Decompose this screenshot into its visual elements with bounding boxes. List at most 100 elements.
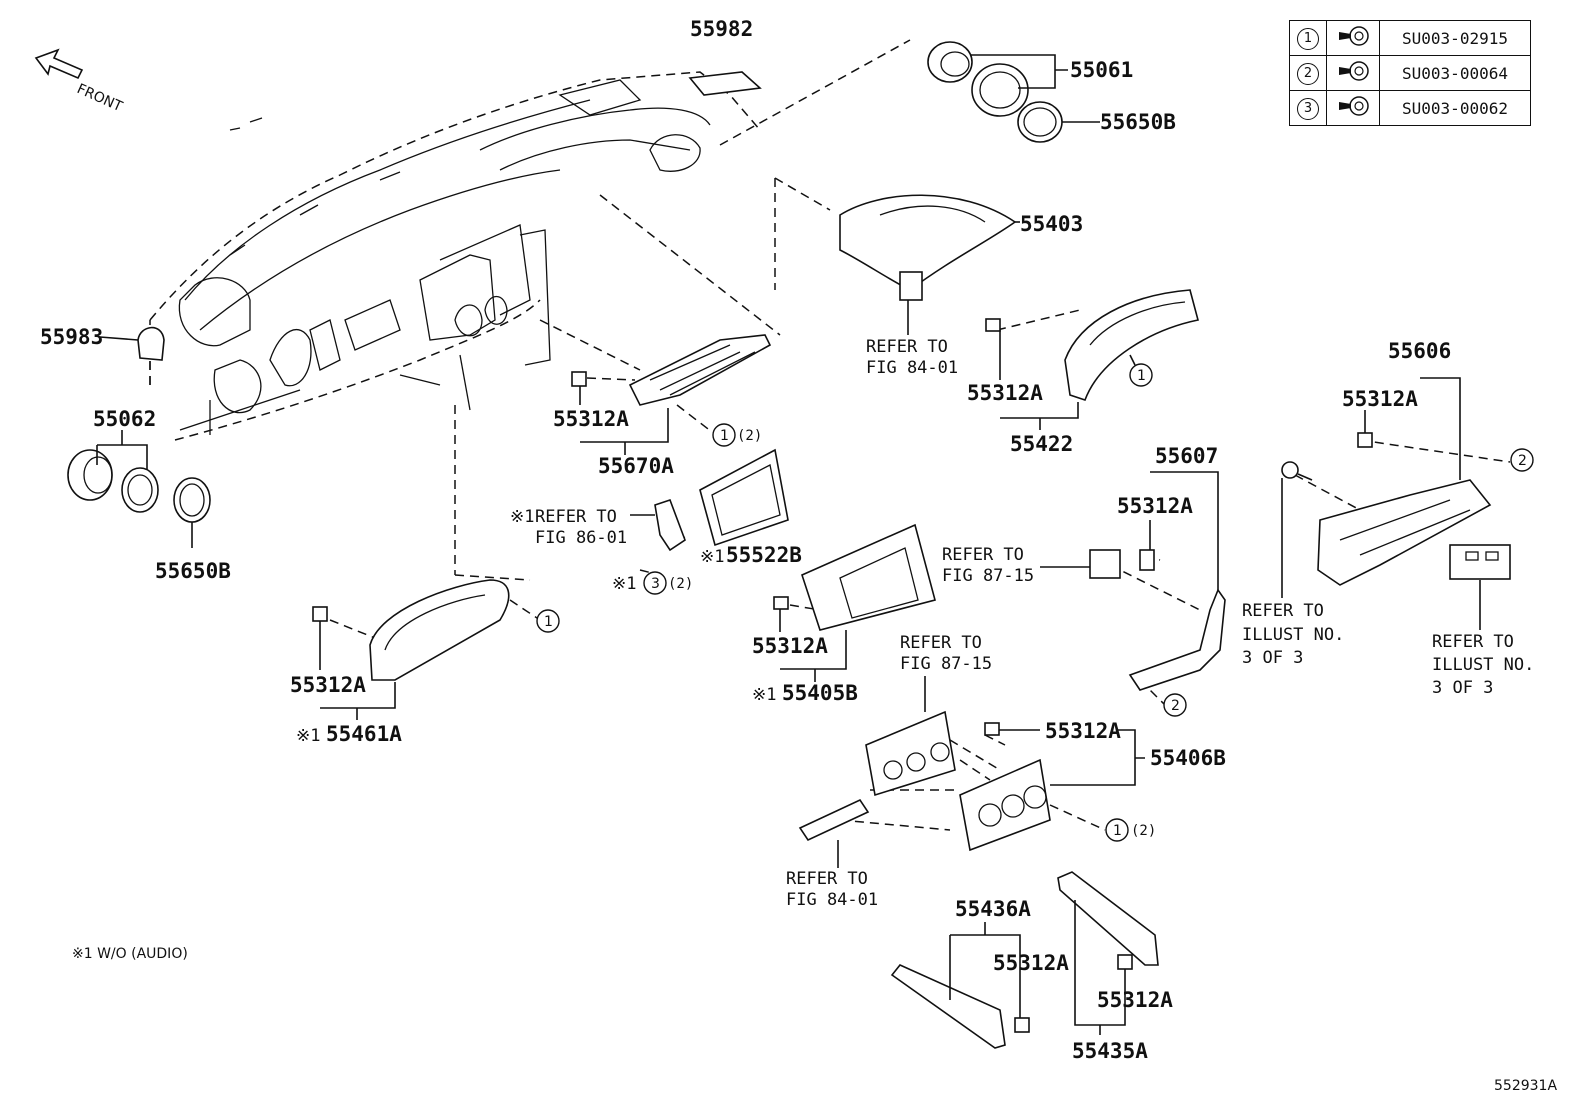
part-55061-label: 55061 (1070, 58, 1133, 82)
fastener-icon-cell (1326, 90, 1380, 126)
part-55405B-mark: ※1 (752, 685, 776, 705)
ref-fig-86-01-line1: REFER TO (535, 507, 617, 527)
callout-3-num: 3 (651, 576, 660, 592)
part-55406B-drawing (959, 758, 1051, 852)
screw-fastener-drawing (1281, 461, 1313, 481)
callout-1-461-num: 1 (544, 614, 553, 630)
fastener-num-cell: 3 (1289, 90, 1327, 126)
fastener-code: SU003-00062 (1379, 90, 1531, 126)
fastener-icon-cell (1326, 55, 1380, 91)
clip-55312A-606-drawing (1357, 432, 1373, 448)
switch-block-drawing (1449, 544, 1511, 580)
ref-illust-b-line2: ILLUST NO. (1432, 655, 1534, 675)
callout-2-607-num: 2 (1171, 698, 1180, 714)
clip-55312A-405-drawing (773, 596, 789, 610)
part-55670A-label: 55670A (598, 454, 674, 478)
ref-fig-87-15-b-line1: REFER TO (900, 633, 982, 653)
clip-55312A-422-drawing (985, 318, 1001, 332)
connector-87-15-a-drawing (1089, 549, 1121, 579)
callout-circle-1-422 (1129, 363, 1153, 387)
screw-icon (1339, 96, 1369, 116)
part-55061-drawing (927, 41, 1029, 117)
fastener-row: 1 SU003-02915 (1289, 20, 1531, 56)
ref-fig-84-01-b-line1: REFER TO (786, 869, 868, 889)
clip-55312A-461-drawing (312, 606, 328, 622)
callout-3-qty: (2) (668, 576, 693, 592)
part-55405B-label: 55405B (782, 681, 858, 705)
part-55982-label: 55982 (690, 17, 753, 41)
fastener-row: 2 SU003-00064 (1289, 55, 1531, 91)
part-55670A-drawing (628, 334, 772, 406)
part-55522B-mark: ※1 (700, 547, 724, 567)
part-55312A-606-label: 55312A (1342, 387, 1418, 411)
illustration-id: 552931A (1494, 1078, 1557, 1094)
part-55403-label: 55403 (1020, 212, 1083, 236)
part-55312A-405-label: 55312A (752, 634, 828, 658)
part-55522B-label: 55522B (726, 543, 802, 567)
callout-1-670-num: 1 (720, 428, 729, 444)
part-55461A-drawing (369, 579, 510, 681)
fastener-num: 2 (1297, 62, 1319, 85)
part-55062-drawing (67, 449, 159, 513)
part-55461A-mark: ※1 (296, 726, 320, 746)
part-55650B-top-drawing (1017, 101, 1063, 143)
part-55650B-left-label: 55650B (155, 559, 231, 583)
clip-55312A-670-drawing (571, 371, 587, 387)
part-55312A-607-label: 55312A (1117, 494, 1193, 518)
screw-icon (1339, 26, 1369, 46)
callout-circle-2-606 (1510, 448, 1534, 472)
callout-1-406-qty: (2) (1131, 823, 1156, 839)
part-55461A-label: 55461A (326, 722, 402, 746)
part-55650B-left-drawing (173, 477, 211, 523)
part-55405B-drawing (801, 523, 936, 631)
part-55606-drawing (1317, 479, 1492, 586)
ref-illust-a-line3: 3 OF 3 (1242, 648, 1303, 668)
part-55312A-422-label: 55312A (967, 381, 1043, 405)
ref-illust-b-line1: REFER TO (1432, 632, 1514, 652)
fastener-num-cell: 2 (1289, 55, 1327, 91)
ref-fig-87-15-b-line2: FIG 87-15 (900, 654, 992, 674)
part-55982-drawing (688, 71, 762, 96)
callout-1-406-num: 1 (1113, 823, 1122, 839)
part-55435A-label: 55435A (1072, 1039, 1148, 1063)
callout-circle-1-670 (712, 423, 736, 447)
part-55650B-top-label: 55650B (1100, 110, 1176, 134)
footnote: ※1 W/O (AUDIO) (72, 946, 188, 962)
part-55522B-drawing (699, 448, 789, 547)
ref-fig-84-01-a-line2: FIG 84-01 (866, 358, 958, 378)
fastener-num: 3 (1297, 97, 1319, 120)
part-55435A-drawing (1057, 871, 1159, 966)
part-55607-label: 55607 (1155, 444, 1218, 468)
clip-55312A-406-drawing (984, 722, 1000, 736)
fastener-icon-cell (1326, 20, 1380, 56)
fastener-table: 1 SU003-02915 2 SU003-00064 3 SU003-0006… (1289, 20, 1531, 126)
heater-control-drawing (865, 710, 956, 797)
connector-84-01-b-drawing (798, 798, 870, 842)
part-55312A-406-label: 55312A (1045, 719, 1121, 743)
ref-fig-86-01-mark: ※1 (510, 507, 534, 527)
clip-55312A-435-drawing (1117, 954, 1133, 970)
bracket-86-01-drawing (654, 498, 686, 552)
callout-circle-3 (643, 571, 667, 595)
dashed-leaders (149, 39, 1511, 831)
fastener-num: 1 (1297, 27, 1319, 50)
ref-fig-87-15-a-line2: FIG 87-15 (942, 566, 1034, 586)
clip-55312A-436-drawing (1014, 1017, 1030, 1033)
callout-1-670-qty: (2) (737, 428, 762, 444)
part-55312A-670-label: 55312A (553, 407, 629, 431)
ref-illust-b-line3: 3 OF 3 (1432, 678, 1493, 698)
callout-3-mark: ※1 (612, 574, 636, 594)
part-55312A-436-label: 55312A (993, 951, 1069, 975)
part-55983-label: 55983 (40, 325, 103, 349)
fastener-num-cell: 1 (1289, 20, 1327, 56)
clip-55312A-607-drawing (1139, 549, 1155, 571)
part-55422-drawing (1064, 289, 1199, 402)
switch-connector-drawing (899, 271, 923, 301)
part-55403-drawing (839, 194, 1017, 291)
fastener-code: SU003-02915 (1379, 20, 1531, 56)
part-55983-drawing (137, 326, 165, 361)
fastener-row: 3 SU003-00062 (1289, 90, 1531, 126)
ref-illust-a-line2: ILLUST NO. (1242, 625, 1344, 645)
part-55436A-label: 55436A (955, 897, 1031, 921)
